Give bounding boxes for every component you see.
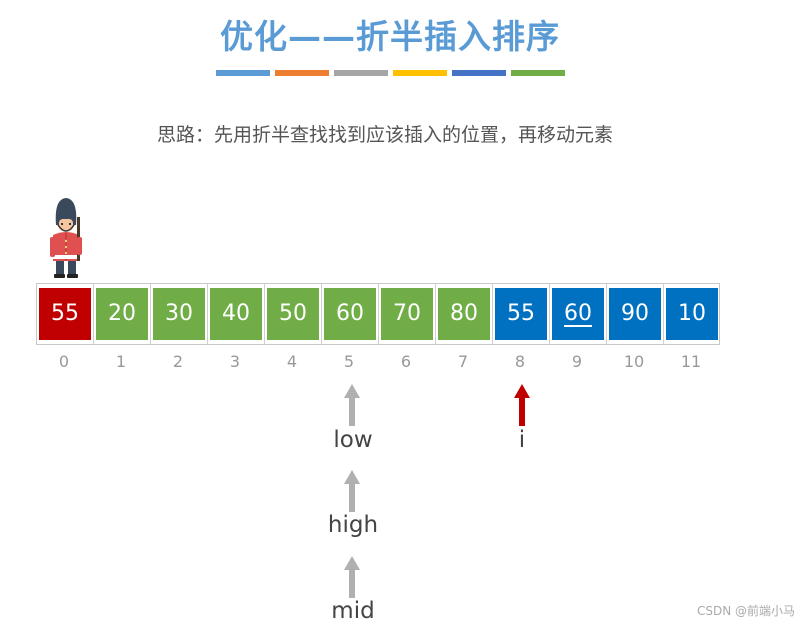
mid-up-arrow-icon [344,556,360,598]
array-cells: 55 20 30 40 50 60 70 80 55 60 90 10 [36,283,720,345]
i-pointer-label: i [518,427,526,453]
array-cell-value: 20 [108,301,136,326]
array-cell-value: 70 [393,301,421,326]
i-up-arrow-icon [514,384,530,426]
array-cell: 90 [609,288,661,340]
array-index-label: 6 [400,352,412,371]
array-cell: 40 [210,288,262,340]
subtitle: 思路：先用折半查找找到应该插入的位置，再移动元素 [156,124,613,146]
cell-divider [435,284,436,344]
cell-divider [321,284,322,344]
high-pointer-label: high [327,512,379,538]
array-cell-value: 55 [51,301,79,326]
array-cell-value: 55 [507,301,535,326]
array-cell: 50 [267,288,319,340]
array-index-label: 9 [571,352,583,371]
mid-pointer-label: mid [331,598,375,624]
array-cell-value: 60 [564,301,592,326]
cell-divider [663,284,664,344]
low-up-arrow-icon [344,384,360,426]
array-cell-value: 80 [450,301,478,326]
array-cell: 80 [438,288,490,340]
array-cell-value: 50 [279,301,307,326]
cell-divider [264,284,265,344]
title-color-bar [216,70,270,76]
array-cell: 30 [153,288,205,340]
low-pointer-label: low [333,427,373,453]
array-index-label: 7 [457,352,469,371]
title-color-bar [275,70,329,76]
array-cell: 55 [495,288,547,340]
array-cell: 10 [666,288,718,340]
title-color-bar [452,70,506,76]
title-color-bar [511,70,565,76]
array-index-label: 11 [680,352,702,371]
array-index-label: 8 [514,352,526,371]
array-cell-value: 90 [621,301,649,326]
cell-divider [207,284,208,344]
array-index-label: 1 [115,352,127,371]
array-index-label: 0 [58,352,70,371]
array-index-label: 4 [286,352,298,371]
cell-divider [492,284,493,344]
title-color-bar [393,70,447,76]
array-index-label: 3 [229,352,241,371]
watermark: CSDN @前端小马 [696,604,795,618]
cell-divider [93,284,94,344]
array-cell-value: 60 [336,301,364,326]
array-index-label: 10 [623,352,645,371]
title-color-bar [334,70,388,76]
array-index-label: 2 [172,352,184,371]
cell-divider [549,284,550,344]
cell-divider [378,284,379,344]
page-title: 优化——折半插入排序 [220,17,560,56]
array-cell-value: 10 [678,301,706,326]
array-cell: 20 [96,288,148,340]
array-cell-value: 40 [222,301,250,326]
array-cell: 60 [324,288,376,340]
array-cell: 70 [381,288,433,340]
cell-divider [150,284,151,344]
cell-divider [606,284,607,344]
sentinel-guard-icon [50,198,82,278]
array-cell-value: 30 [165,301,193,326]
array-cell: 55 [39,288,91,340]
array-index-label: 5 [343,352,355,371]
array-cell: 60 [552,288,604,340]
high-up-arrow-icon [344,470,360,512]
